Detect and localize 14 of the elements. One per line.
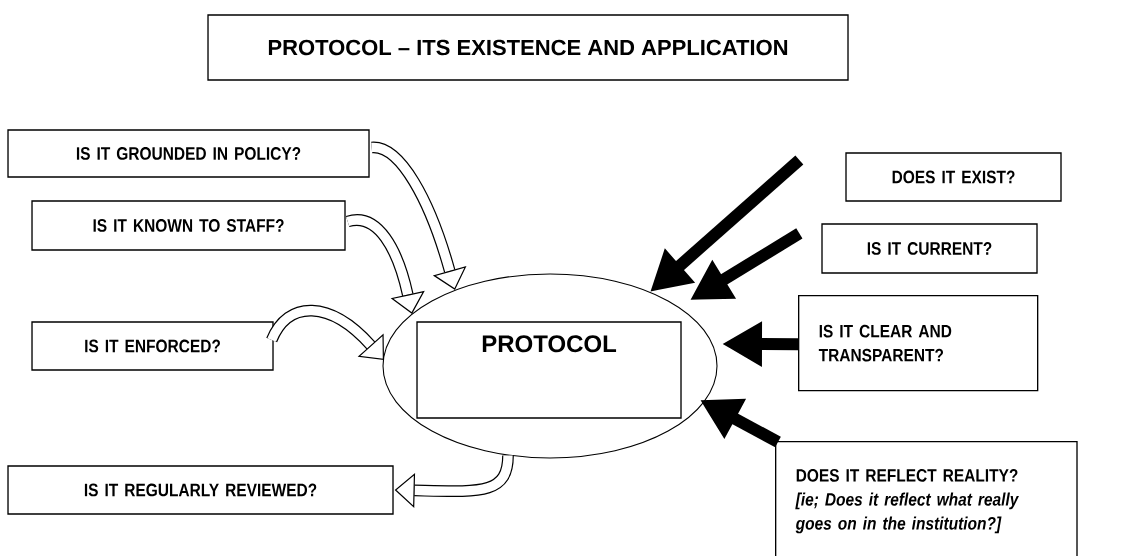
question-box: IS IT CURRENT? [821, 223, 1038, 274]
question-box: IS IT CLEAR AND TRANSPARENT? [798, 295, 1039, 392]
curved-arrow [346, 214, 425, 314]
title-box: PROTOCOL – ITS EXISTENCE AND APPLICATION [207, 14, 849, 81]
question-box: IS IT ENFORCED? [31, 321, 274, 371]
question-box: IS IT GROUNDED IN POLICY? [7, 129, 370, 178]
curved-arrow [371, 141, 467, 290]
question-box: DOES IT EXIST? [845, 152, 1062, 202]
curved-arrow [266, 304, 384, 360]
question-box: IS IT REGULARLY REVIEWED? [7, 465, 394, 515]
ellipse-shape [382, 273, 718, 459]
protocol-box: PROTOCOL [416, 321, 682, 419]
question-box: IS IT KNOWN TO STAFF? [31, 200, 346, 251]
question-box: DOES IT REFLECT REALITY? [ie; Does it reflect what really goes on in the institution?] [775, 441, 1078, 556]
